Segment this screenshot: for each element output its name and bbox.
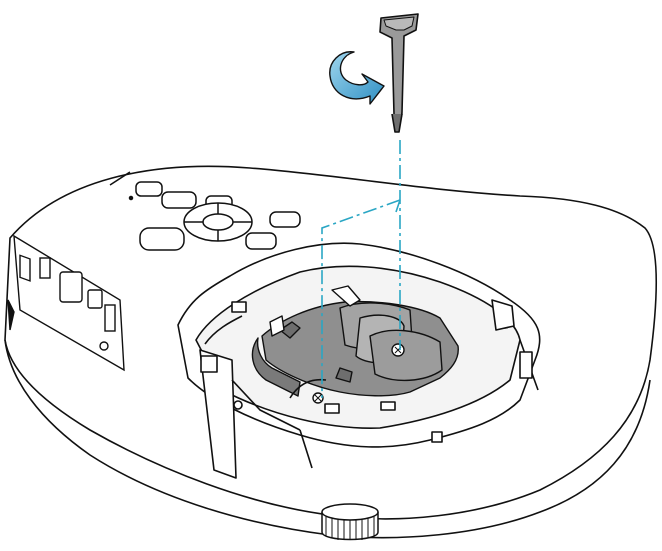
control-panel xyxy=(109,171,301,251)
rotate-counterclockwise-arrow-icon xyxy=(329,51,385,105)
alignment-guide-lines xyxy=(321,140,401,398)
button-icon xyxy=(135,181,163,197)
port-icon xyxy=(87,289,103,309)
port-icon xyxy=(39,257,51,279)
lamp-unit xyxy=(251,285,459,404)
screwdriver-icon xyxy=(379,13,419,133)
port-panel xyxy=(7,234,125,372)
adjustable-foot xyxy=(321,503,379,541)
enter-button-icon xyxy=(202,213,234,231)
vga-port-icon xyxy=(59,271,83,303)
button-icon xyxy=(139,227,185,251)
port-icon xyxy=(99,341,109,351)
port-icon xyxy=(19,254,31,282)
button-icon xyxy=(269,211,301,228)
port-icon xyxy=(104,304,116,332)
button-icon xyxy=(245,232,277,250)
button-icon xyxy=(161,191,197,209)
